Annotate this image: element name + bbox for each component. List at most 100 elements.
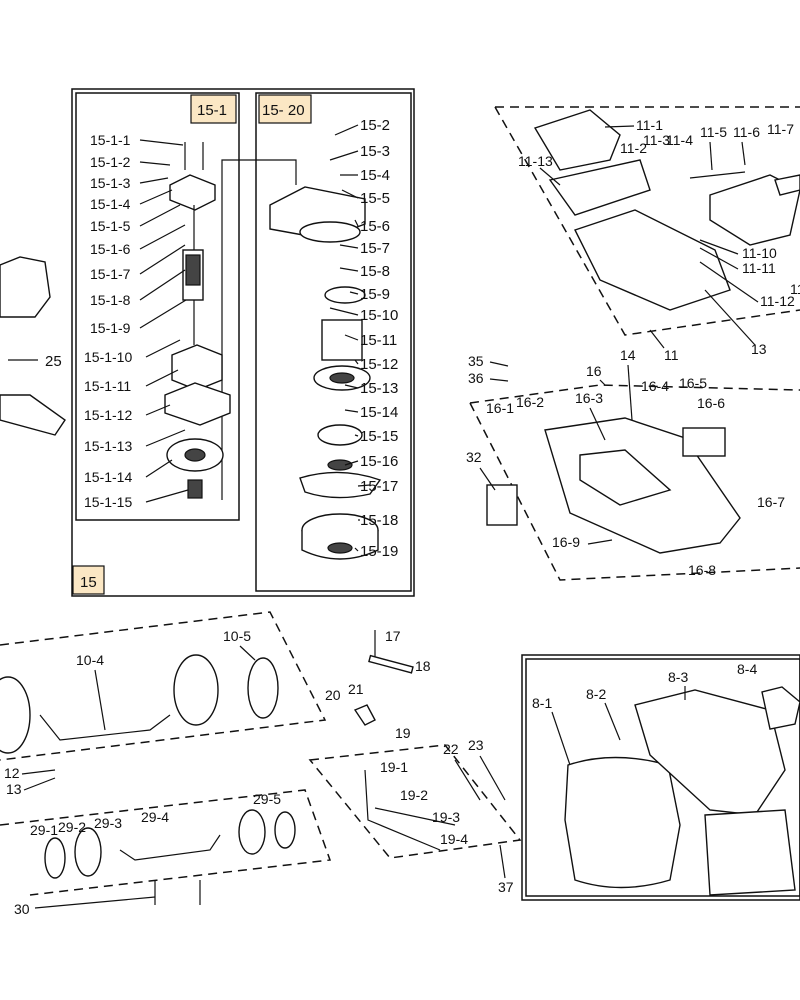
label-8-1: 8-1	[532, 695, 552, 711]
label-15-1-6: 15-1-6	[90, 241, 131, 257]
label-11-10: 11-10	[742, 245, 777, 261]
label-11: 11	[664, 347, 679, 363]
panel-8: 8-1 8-2 8-3 8-4	[521, 654, 800, 901]
motor-assembly-15-1	[164, 142, 231, 499]
label-15-1-11: 15-1-11	[84, 378, 131, 394]
panel-29: 29-1 29-2 29-3 29-4 29-5 30	[0, 789, 332, 917]
label-16-9: 16-9	[552, 534, 580, 550]
label-16-8: 16-8	[688, 562, 716, 578]
label-20: 20	[325, 687, 341, 703]
label-15-1-1: 15-1-1	[90, 132, 131, 148]
label-15-6: 15-6	[360, 218, 390, 235]
label-11-6: 11-6	[733, 124, 760, 140]
label-19-1: 19-1	[380, 759, 408, 775]
label-11-5: 11-5	[700, 124, 727, 140]
label-16-5: 16-5	[679, 375, 707, 391]
panel-label-15-1: 15-1	[197, 102, 227, 119]
panel-11: 11-1 11-2 11-3 11-4 11-5 11-6 11-7 11-13…	[494, 106, 800, 363]
small-parts-17-21: 17 18 20 21	[325, 628, 431, 726]
label-15-1-14: 15-1-14	[84, 469, 132, 485]
label-19: 19	[395, 725, 411, 741]
label-15-1-7: 15-1-7	[90, 266, 131, 282]
label-29-4: 29-4	[141, 809, 169, 825]
label-15-1-5: 15-1-5	[90, 218, 131, 234]
label-16-3: 16-3	[575, 390, 603, 406]
label-19-4: 19-4	[440, 831, 468, 847]
label-19-2: 19-2	[400, 787, 428, 803]
panel-label-15-20: 15- 20	[262, 102, 305, 119]
label-15-1-10: 15-1-10	[84, 349, 132, 365]
label-15-9: 15-9	[360, 286, 390, 303]
label-19-3: 19-3	[432, 809, 460, 825]
label-11-7: 11-7	[767, 121, 794, 137]
housing-assembly-15-20	[269, 186, 382, 560]
label-16-2: 16-2	[516, 394, 544, 410]
label-16-1: 16-1	[486, 400, 514, 416]
label-25: 25	[45, 353, 62, 370]
label-29-3: 29-3	[94, 815, 122, 831]
label-13-axle: 13	[6, 781, 22, 797]
label-30: 30	[14, 901, 30, 917]
label-15-1-15: 15-1-15	[84, 494, 132, 510]
label-15-4: 15-4	[360, 167, 390, 184]
panel-19: 19 19-1 19-2 19-3 19-4 22 23 37	[308, 725, 522, 895]
label-16: 16	[586, 363, 602, 379]
label-11-13: 11-13	[518, 153, 553, 169]
label-14: 14	[620, 347, 636, 363]
panel-16: 35 36 16 14 16-1 16-2 16-3 16-4 16-5 16-…	[466, 347, 800, 581]
label-22: 22	[443, 741, 459, 757]
label-10-5: 10-5	[223, 628, 251, 644]
label-15-7: 15-7	[360, 240, 390, 257]
label-8-2: 8-2	[586, 686, 606, 702]
label-15-12: 15-12	[360, 356, 398, 373]
label-15-15: 15-15	[360, 428, 398, 445]
label-15-1-13: 15-1-13	[84, 438, 132, 454]
label-15-10: 15-10	[360, 307, 398, 324]
label-15-8: 15-8	[360, 263, 390, 280]
panel-15: 15-1 15- 20 15 15-1-1 15-1-2 15-1-3 15-1…	[71, 88, 415, 597]
label-11-1: 11-1	[636, 117, 663, 133]
label-29-5: 29-5	[253, 791, 281, 807]
label-8-3: 8-3	[668, 669, 688, 685]
label-11-4: 11-4	[666, 132, 693, 148]
label-15-11: 15-11	[360, 332, 397, 349]
label-29-2: 29-2	[58, 819, 86, 835]
label-35: 35	[468, 353, 484, 369]
label-15-3: 15-3	[360, 143, 390, 160]
left-edge-parts: 25	[0, 256, 66, 436]
label-15-14: 15-14	[360, 404, 398, 421]
label-29-1: 29-1	[30, 822, 58, 838]
label-32: 32	[466, 449, 482, 465]
label-15-1-8: 15-1-8	[90, 292, 131, 308]
label-16-7: 16-7	[757, 494, 785, 510]
label-11-12: 11-12	[760, 293, 795, 309]
label-23: 23	[468, 737, 484, 753]
label-8-4: 8-4	[737, 661, 757, 677]
label-15-1-3: 15-1-3	[90, 175, 131, 191]
label-10-4: 10-4	[76, 652, 104, 668]
panel-label-15: 15	[80, 574, 97, 591]
label-15-13: 15-13	[360, 380, 398, 397]
label-15-18: 15-18	[360, 512, 398, 529]
label-21: 21	[348, 681, 364, 697]
label-18: 18	[415, 658, 431, 674]
panel-10: 10-4 10-5 12 13	[0, 611, 327, 797]
label-15-17: 15-17	[360, 478, 398, 495]
label-15-16: 15-16	[360, 453, 398, 470]
label-11-2: 11-2	[620, 140, 647, 156]
label-15-1-9: 15-1-9	[90, 320, 131, 336]
label-15-1-12: 15-1-12	[84, 407, 132, 423]
label-11-edge: 11	[790, 281, 800, 297]
label-16-6: 16-6	[697, 395, 725, 411]
label-15-2: 15-2	[360, 117, 390, 134]
label-15-19: 15-19	[360, 543, 398, 560]
label-15-1-2: 15-1-2	[90, 154, 131, 170]
label-37: 37	[498, 879, 514, 895]
label-15-5: 15-5	[360, 190, 390, 207]
label-12: 12	[4, 765, 20, 781]
label-15-1-4: 15-1-4	[90, 196, 131, 212]
label-11-3: 11-3	[643, 132, 670, 148]
label-11-11: 11-11	[742, 260, 776, 276]
label-16-4: 16-4	[641, 378, 669, 394]
